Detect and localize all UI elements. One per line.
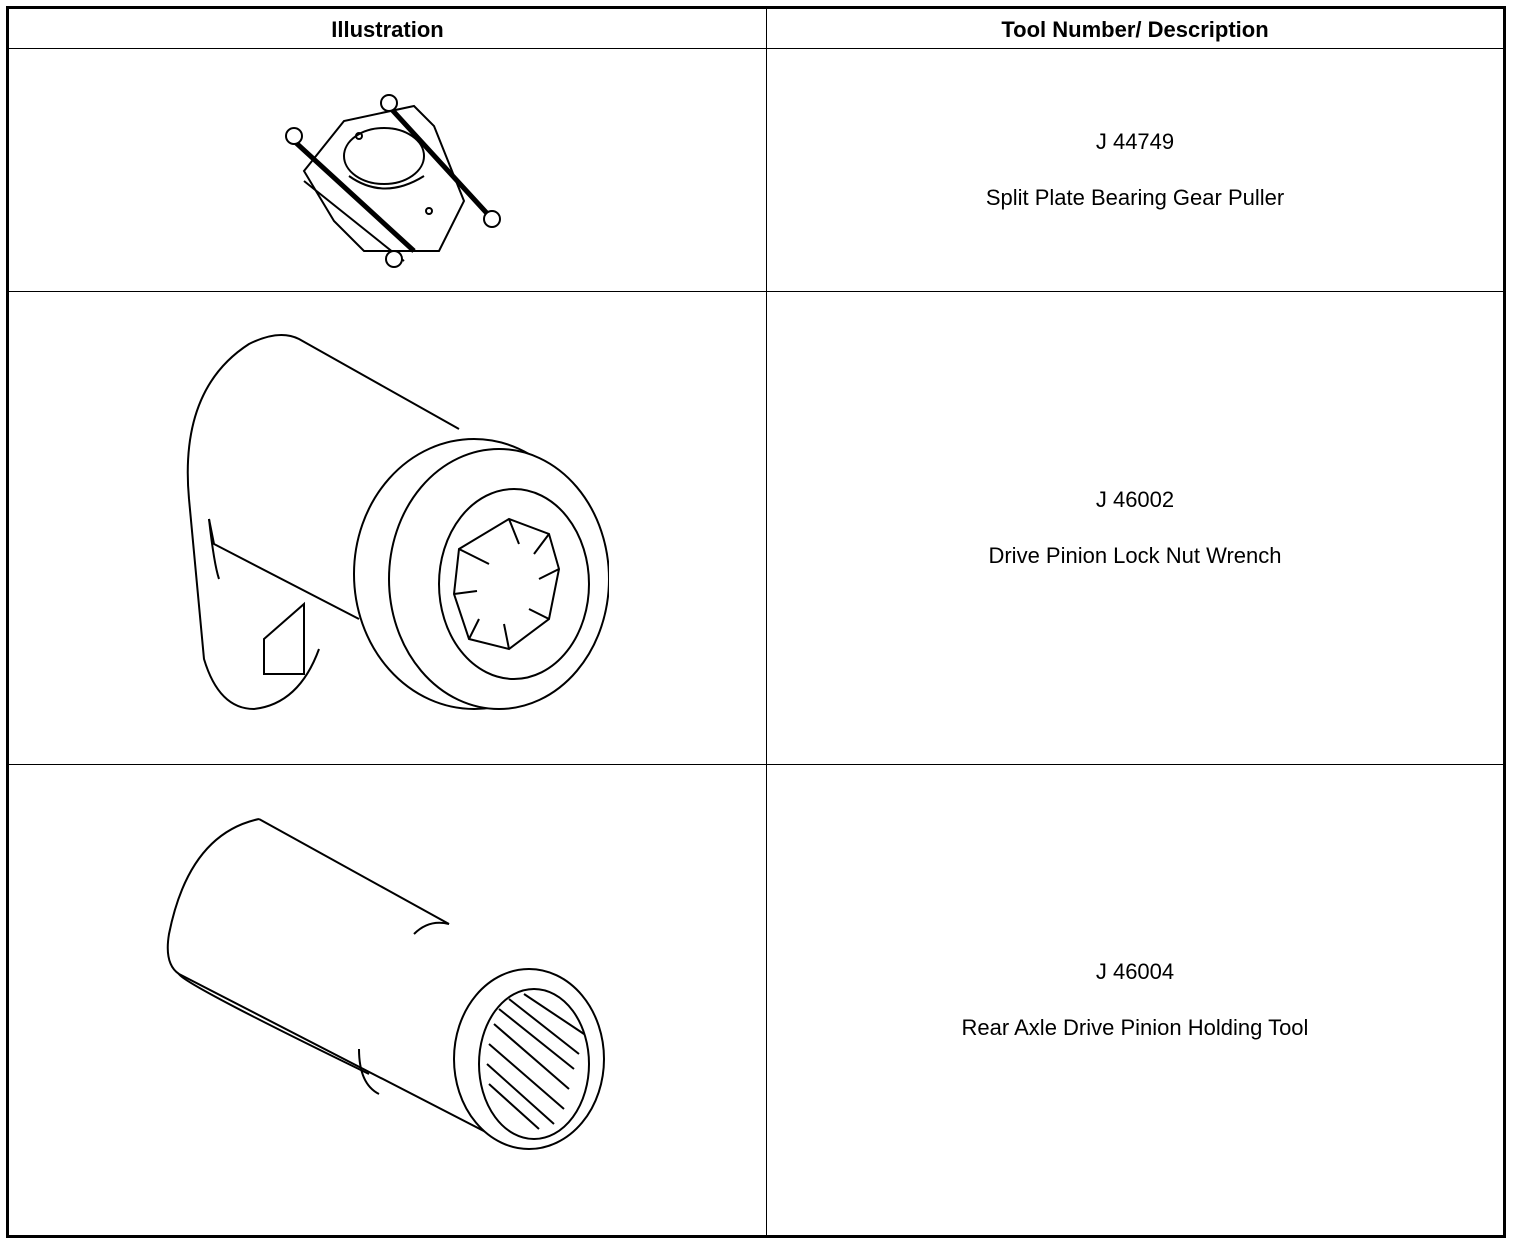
- tool-number: J 46004: [1095, 959, 1175, 984]
- header-illustration: Illustration: [331, 16, 444, 42]
- row-divider: [9, 764, 1503, 765]
- column-divider: [766, 9, 767, 1235]
- lock-nut-wrench-icon: [159, 329, 609, 719]
- header-description: Tool Number/ Description: [1001, 16, 1269, 42]
- tool-number: J 44749: [1095, 129, 1175, 154]
- pinion-holding-tool-icon: [159, 814, 609, 1164]
- tool-row-3: J 46004 Rear Axle Drive Pinion Holding T…: [767, 765, 1503, 1235]
- tool-table: Illustration Tool Number/ Description J …: [6, 6, 1506, 1238]
- tool-number: J 46002: [1095, 487, 1175, 512]
- tool-description: Drive Pinion Lock Nut Wrench: [988, 543, 1282, 568]
- tool-description: Split Plate Bearing Gear Puller: [985, 185, 1285, 210]
- tool-description: Rear Axle Drive Pinion Holding Tool: [961, 1015, 1309, 1040]
- row-divider: [9, 291, 1503, 292]
- tool-row-2: J 46002 Drive Pinion Lock Nut Wrench: [767, 292, 1503, 764]
- tool-row-1: J 44749 Split Plate Bearing Gear Puller: [767, 49, 1503, 291]
- header-divider: [9, 48, 1503, 49]
- split-plate-puller-icon: [264, 81, 514, 271]
